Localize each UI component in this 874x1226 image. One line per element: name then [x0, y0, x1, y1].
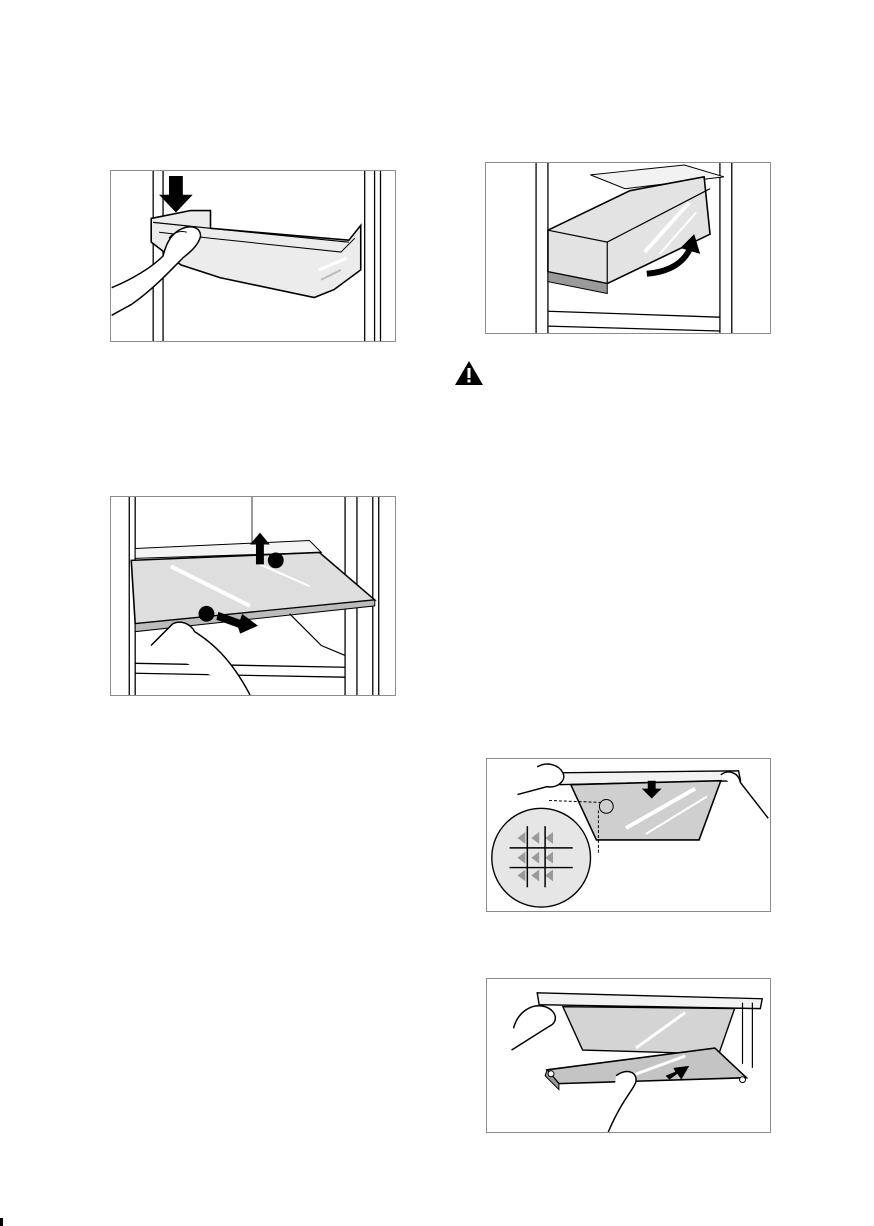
door-bin-drawing [111, 171, 395, 341]
grid-detail-drawing [487, 759, 770, 911]
drawer-drawing [486, 163, 770, 333]
warning-triangle-icon [454, 360, 484, 386]
frame-shelf-slide-illustration [486, 978, 771, 1133]
glass-shelf-removal-illustration [110, 496, 396, 696]
door-bin-removal-illustration [110, 170, 396, 342]
frame-shelf-drawing [487, 979, 770, 1132]
page-corner-mark [0, 1218, 3, 1226]
shelf-grid-detail-illustration [486, 758, 771, 912]
drawer-removal-illustration [485, 162, 771, 334]
glass-shelf-drawing [111, 497, 395, 695]
